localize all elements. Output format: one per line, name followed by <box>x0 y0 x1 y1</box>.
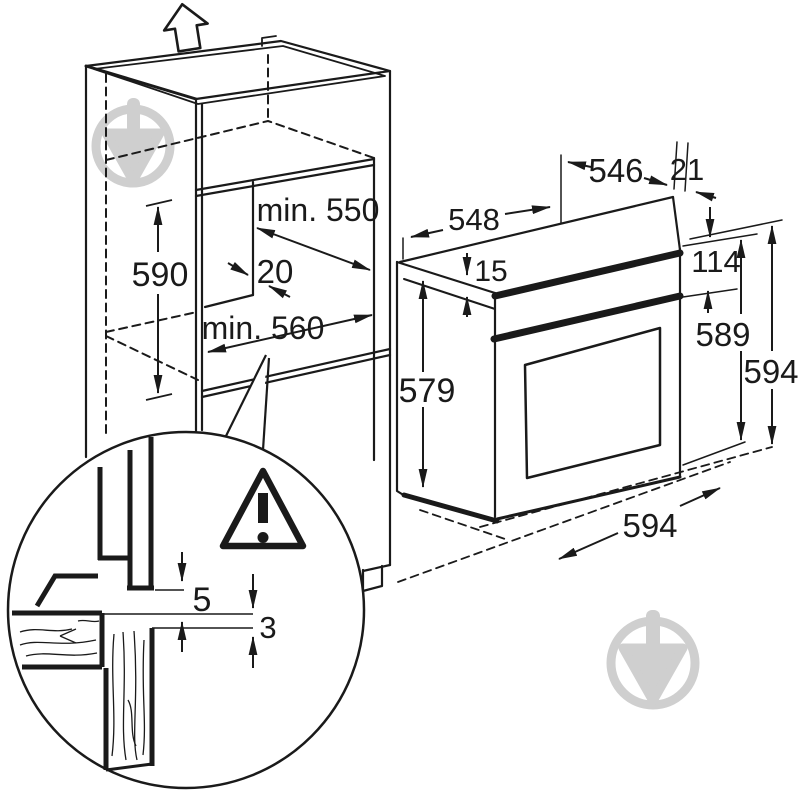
dim-width: 594 <box>622 507 677 544</box>
oven-dimension-labels: 548 546 21 15 114 589 594 579 594 <box>399 152 799 544</box>
section-profile <box>12 437 155 772</box>
dim-side-height: 579 <box>399 372 456 410</box>
dim-depth-body: 546 <box>588 152 643 189</box>
warning-icon <box>219 467 307 550</box>
dim-door-gap: 21 <box>670 152 704 187</box>
cabinet-dimensions <box>145 199 373 401</box>
wood-grain <box>19 619 146 761</box>
oven-dimensions <box>410 161 777 560</box>
dim-niche-height: 590 <box>132 256 189 294</box>
detail-dimensions <box>177 552 258 668</box>
oven-drawing <box>395 141 783 583</box>
dim-top-trim: 15 <box>474 255 507 288</box>
detail-circle: 5 3 <box>6 430 366 790</box>
cabinet-drawing <box>84 2 392 593</box>
dim-panel-height: 114 <box>691 244 740 279</box>
cabinet-dimension-labels: 590 min. 550 20 min. 560 <box>132 192 380 346</box>
hidden-edges <box>105 54 375 439</box>
dim-height-overall: 594 <box>743 353 798 390</box>
dim-height-rear: 589 <box>695 316 750 353</box>
dim-clearance-bottom: 3 <box>259 610 276 645</box>
dim-clearance-top: 5 <box>193 581 212 619</box>
watermark-logo-bottom <box>606 610 700 710</box>
detail-callout-tail <box>224 354 271 451</box>
watermark-logo-top <box>91 98 175 188</box>
up-arrow-icon <box>162 2 209 53</box>
dim-niche-depth: min. 550 <box>257 192 380 228</box>
dim-depth-top: 548 <box>448 202 500 237</box>
dim-rear-clearance: 20 <box>257 253 294 290</box>
dim-niche-width: min. 560 <box>202 310 325 346</box>
